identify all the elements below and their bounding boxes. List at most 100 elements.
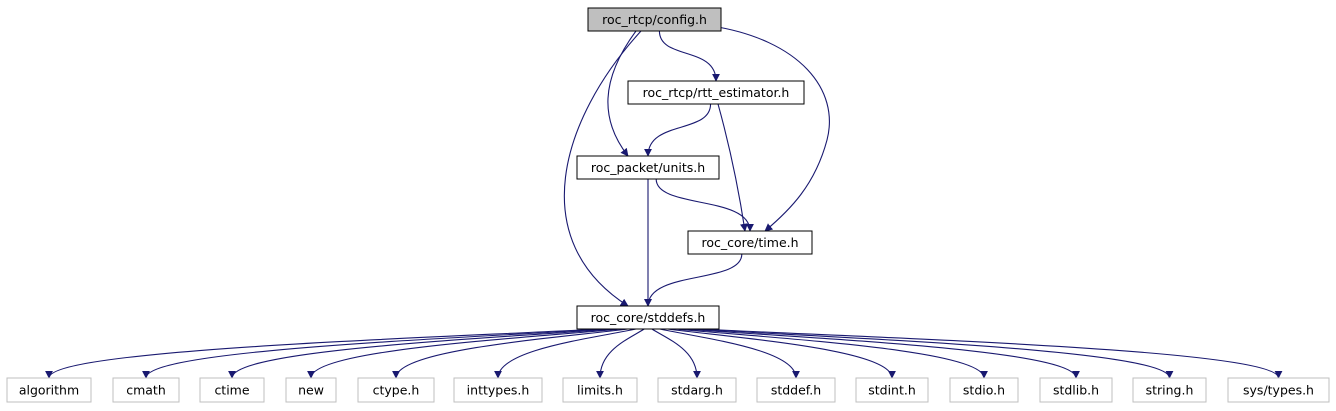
edge-stddefs-to-new — [307, 328, 622, 379]
edge-stddefs-to-stdio — [674, 328, 988, 379]
edge-line — [689, 328, 1174, 379]
edge-line — [717, 103, 748, 232]
node-rtt[interactable]: roc_rtcp/rtt_estimator.h — [627, 80, 805, 105]
edge-line — [392, 328, 628, 379]
edge-line — [655, 178, 754, 232]
edge-stddefs-to-systypes — [698, 328, 1283, 379]
node-label: roc_core/stddefs.h — [591, 310, 706, 325]
edge-config-to-units — [607, 30, 637, 157]
node-label: stdlib.h — [1053, 383, 1099, 398]
node-string: string.h — [1132, 377, 1207, 403]
node-label: ctype.h — [373, 383, 420, 398]
node-box — [453, 377, 543, 403]
node-label: algorithm — [19, 383, 79, 398]
node-label: roc_rtcp/config.h — [602, 12, 707, 27]
edge-stddefs-to-string — [689, 328, 1174, 379]
edge-config-to-stddefs — [563, 30, 642, 307]
node-box — [285, 377, 337, 403]
edge-stddefs-to-cmath — [142, 328, 608, 379]
edge-line — [698, 328, 1283, 379]
edge-line — [307, 328, 622, 379]
edge-stddefs-to-stddef — [659, 328, 800, 379]
node-box — [1039, 377, 1113, 403]
node-label: stdio.h — [963, 383, 1005, 398]
node-stddefs[interactable]: roc_core/stddefs.h — [576, 305, 720, 330]
node-box — [855, 377, 929, 403]
edge-line — [711, 25, 830, 232]
node-label: limits.h — [577, 383, 623, 398]
edge-time-to-stddefs — [644, 253, 743, 307]
node-box — [657, 377, 737, 403]
node-label: stddef.h — [771, 383, 821, 398]
node-label: roc_core/time.h — [701, 235, 798, 250]
node-box — [587, 7, 722, 32]
node-inttypes: inttypes.h — [453, 377, 543, 403]
edge-line — [607, 30, 637, 157]
node-stdarg: stdarg.h — [657, 377, 737, 403]
edge-line — [651, 328, 701, 379]
edge-line — [674, 328, 988, 379]
node-box — [687, 230, 813, 255]
node-label: roc_packet/units.h — [591, 160, 705, 175]
edge-line — [682, 328, 1080, 379]
edge-config-to-time — [711, 25, 830, 232]
node-cmath: cmath — [112, 377, 180, 403]
edge-line — [563, 30, 642, 307]
node-algorithm: algorithm — [6, 377, 92, 403]
edge-line — [659, 328, 800, 379]
node-label: string.h — [1146, 383, 1194, 398]
node-label: inttypes.h — [467, 383, 530, 398]
edge-stddefs-to-stdlib — [682, 328, 1080, 379]
edge-stddefs-to-stdint — [667, 328, 896, 379]
node-label: cmath — [126, 383, 166, 398]
node-label: stdarg.h — [671, 383, 723, 398]
node-label: roc_rtcp/rtt_estimator.h — [643, 85, 790, 100]
node-box — [1227, 377, 1330, 403]
node-systypes: sys/types.h — [1227, 377, 1330, 403]
node-config[interactable]: roc_rtcp/config.h — [587, 7, 722, 32]
edge-stddefs-to-ctime — [228, 328, 615, 379]
node-box — [1132, 377, 1207, 403]
node-limits: limits.h — [562, 377, 638, 403]
edge-line — [494, 328, 637, 379]
node-stddef: stddef.h — [756, 377, 836, 403]
node-box — [627, 80, 805, 105]
node-box — [112, 377, 180, 403]
edge-units-to-time — [655, 178, 754, 232]
node-box — [756, 377, 836, 403]
node-label: ctime — [214, 383, 249, 398]
edge-config-to-rtt — [658, 30, 720, 82]
node-new: new — [285, 377, 337, 403]
node-box — [562, 377, 638, 403]
node-label: sys/types.h — [1243, 383, 1314, 398]
node-box — [949, 377, 1019, 403]
node-stdlib: stdlib.h — [1039, 377, 1113, 403]
edge-line — [596, 328, 645, 379]
edge-line — [644, 253, 743, 307]
edge-stddefs-to-inttypes — [494, 328, 637, 379]
edge-line — [228, 328, 615, 379]
edge-line — [45, 328, 601, 379]
node-label: new — [298, 383, 324, 398]
edge-rtt-to-units — [644, 103, 712, 157]
node-stdint: stdint.h — [855, 377, 929, 403]
edge-line — [644, 103, 712, 157]
node-ctime: ctime — [199, 377, 265, 403]
edge-rtt-to-time — [717, 103, 748, 232]
edge-stddefs-to-algorithm — [45, 328, 601, 379]
node-units[interactable]: roc_packet/units.h — [576, 155, 720, 180]
node-box — [6, 377, 92, 403]
edge-stddefs-to-ctype — [392, 328, 628, 379]
node-box — [357, 377, 435, 403]
edge-line — [658, 30, 720, 82]
edge-line — [142, 328, 608, 379]
node-label: stdint.h — [868, 383, 916, 398]
node-stdio: stdio.h — [949, 377, 1019, 403]
node-time[interactable]: roc_core/time.h — [687, 230, 813, 255]
node-box — [199, 377, 265, 403]
edge-stddefs-to-limits — [596, 328, 645, 379]
edge-stddefs-to-stdarg — [651, 328, 701, 379]
node-ctype: ctype.h — [357, 377, 435, 403]
node-box — [576, 155, 720, 180]
